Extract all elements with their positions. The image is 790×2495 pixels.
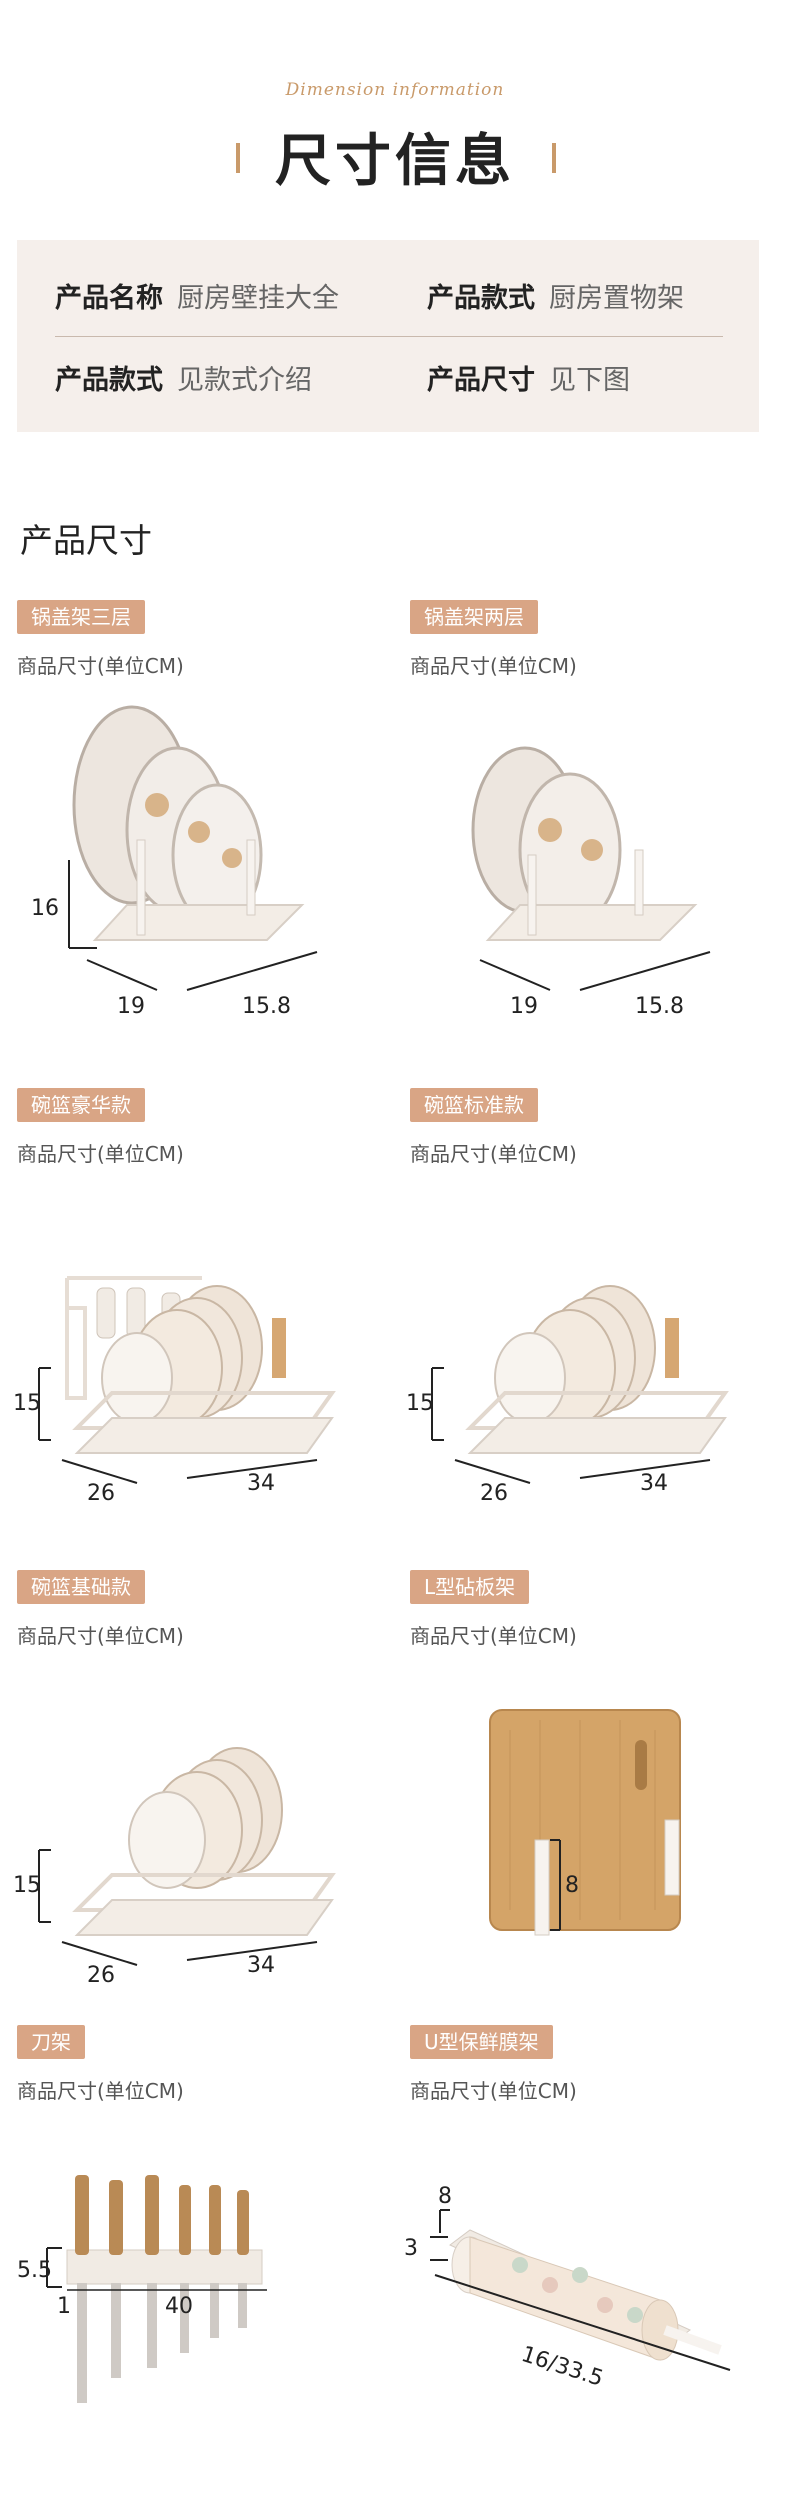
dim-width: 26 bbox=[87, 1963, 115, 1988]
product-card-dish-rack-standard: 碗篮标准款 商品尺寸(单位CM) 15 26 34 bbox=[406, 1088, 785, 1558]
knife-rack-illustration: 5.5 1 40 bbox=[17, 2175, 267, 2403]
dim-width: 40 bbox=[165, 2294, 193, 2319]
product-tag: U型保鲜膜架 bbox=[410, 2025, 553, 2059]
product-card-dish-rack-deluxe: 碗篮豪华款 商品尺寸(单位CM) 15 26 34 bbox=[13, 1088, 392, 1558]
dish-rack-deluxe-illustration: 15 26 34 bbox=[13, 1276, 336, 1506]
info-name-value: 厨房壁挂大全 bbox=[177, 283, 339, 314]
dim-depth: 34 bbox=[247, 1953, 275, 1978]
info-name: 产品名称厨房壁挂大全 bbox=[55, 276, 339, 315]
unit-label: 商品尺寸(单位CM) bbox=[410, 1624, 577, 1648]
info-style-2-value: 见款式介绍 bbox=[177, 365, 312, 396]
dim-height: 15 bbox=[13, 1873, 41, 1898]
title-right-bar bbox=[552, 143, 556, 173]
dim-depth: 34 bbox=[247, 1471, 275, 1496]
product-info-box: 产品名称厨房壁挂大全 产品款式厨房置物架 产品款式见款式介绍 产品尺寸见下图 bbox=[17, 240, 759, 432]
product-tag: L型砧板架 bbox=[410, 1570, 530, 1604]
info-style-value: 厨房置物架 bbox=[549, 283, 684, 314]
dim-width: 19 bbox=[117, 994, 145, 1019]
dish-rack-basic-illustration: 15 26 34 bbox=[13, 1747, 336, 1988]
dim-height: 15 bbox=[13, 1391, 41, 1416]
dim-depth: 8 bbox=[438, 2184, 452, 2209]
dim-depth: 1 bbox=[57, 2294, 71, 2319]
info-style-2: 产品款式见款式介绍 bbox=[55, 358, 312, 397]
section-title: 产品尺寸 bbox=[20, 521, 152, 560]
product-tag: 碗篮标准款 bbox=[410, 1088, 538, 1122]
dim-width: 16/33.5 bbox=[518, 2342, 606, 2392]
product-card-cutting-board-rack: L型砧板架 商品尺寸(单位CM) 8 bbox=[410, 1570, 785, 2040]
dim-height: 5.5 bbox=[17, 2258, 52, 2283]
dim-width: 19 bbox=[510, 994, 538, 1019]
dim-height: 3 bbox=[404, 2236, 418, 2261]
dish-rack-standard-illustration: 15 26 34 bbox=[406, 1285, 729, 1506]
dim-depth: 34 bbox=[640, 1471, 668, 1496]
page-header: Dimension information 尺寸信息 bbox=[0, 0, 790, 230]
unit-label: 商品尺寸(单位CM) bbox=[410, 654, 577, 678]
product-card-lid-rack-2: 锅盖架两层 商品尺寸(单位CM) 19 15.8 bbox=[410, 600, 785, 1070]
unit-label: 商品尺寸(单位CM) bbox=[410, 2079, 577, 2103]
lid-rack-3-illustration: 16 19 15.8 bbox=[31, 705, 318, 1019]
unit-label: 商品尺寸(单位CM) bbox=[17, 1624, 184, 1648]
dim-width: 26 bbox=[87, 1481, 115, 1506]
info-size-key: 产品尺寸 bbox=[427, 365, 535, 396]
dim-height: 16 bbox=[31, 896, 59, 921]
info-size-value: 见下图 bbox=[549, 365, 630, 396]
unit-label: 商品尺寸(单位CM) bbox=[17, 1142, 184, 1166]
unit-label: 商品尺寸(单位CM) bbox=[17, 654, 184, 678]
product-card-dish-rack-basic: 碗篮基础款 商品尺寸(单位CM) 15 26 34 bbox=[13, 1570, 392, 2040]
info-divider bbox=[55, 336, 723, 337]
info-style: 产品款式厨房置物架 bbox=[427, 276, 684, 315]
dim-height: 15 bbox=[406, 1391, 434, 1416]
page-title: 尺寸信息 bbox=[275, 129, 515, 194]
product-tag: 碗篮豪华款 bbox=[17, 1088, 145, 1122]
header-subtitle: Dimension information bbox=[285, 80, 505, 100]
dim-depth: 15.8 bbox=[242, 994, 291, 1019]
product-card-wrap-rack: U型保鲜膜架 商品尺寸(单位CM) 8 3 16/33.5 bbox=[404, 2025, 785, 2495]
product-card-lid-rack-3: 锅盖架三层 商品尺寸(单位CM) 16 19 15.8 bbox=[17, 600, 392, 1070]
dim-width: 26 bbox=[480, 1481, 508, 1506]
unit-label: 商品尺寸(单位CM) bbox=[17, 2079, 184, 2103]
product-tag: 碗篮基础款 bbox=[17, 1570, 145, 1604]
cutting-board-rack-illustration: 8 bbox=[489, 1709, 681, 1936]
dim-height: 8 bbox=[565, 1873, 579, 1898]
info-name-key: 产品名称 bbox=[55, 283, 163, 314]
wrap-rack-illustration: 8 3 16/33.5 bbox=[404, 2184, 731, 2392]
title-left-bar bbox=[236, 143, 240, 173]
lid-rack-2-illustration: 19 15.8 bbox=[471, 746, 711, 1019]
info-style-2-key: 产品款式 bbox=[55, 365, 163, 396]
dim-depth: 15.8 bbox=[635, 994, 684, 1019]
product-tag: 锅盖架三层 bbox=[17, 600, 145, 634]
product-card-knife-rack: 刀架 商品尺寸(单位CM) 5.5 1 40 bbox=[17, 2025, 392, 2495]
info-style-key: 产品款式 bbox=[427, 283, 535, 314]
info-size: 产品尺寸见下图 bbox=[427, 358, 630, 397]
product-tag: 刀架 bbox=[17, 2025, 85, 2059]
unit-label: 商品尺寸(单位CM) bbox=[410, 1142, 577, 1166]
product-tag: 锅盖架两层 bbox=[410, 600, 538, 634]
